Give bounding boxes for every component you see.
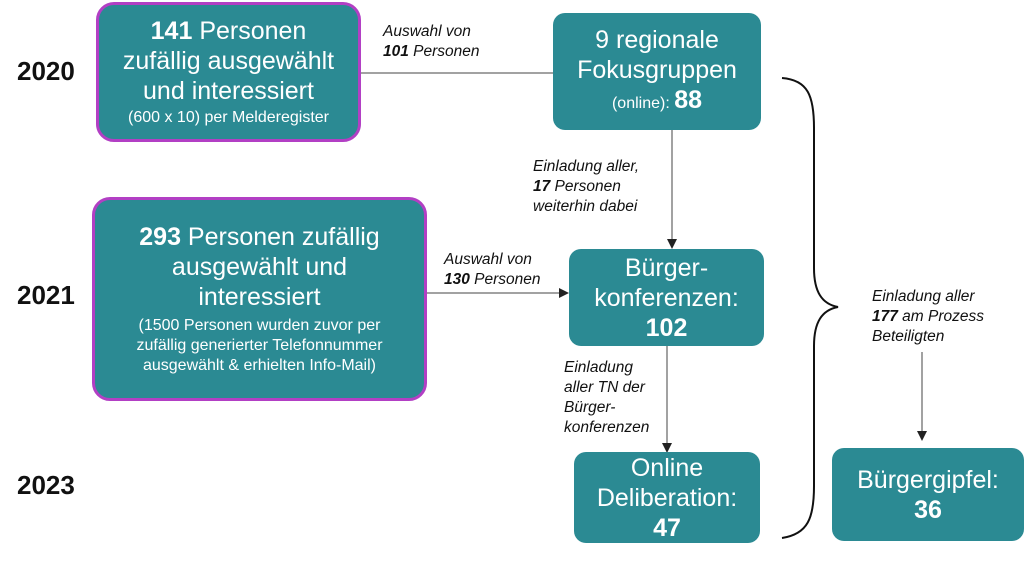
online-line1: Online (630, 453, 704, 482)
box1-count: 141 (150, 17, 193, 45)
konf-count: 102 (645, 313, 688, 342)
box2-line3: interessiert (198, 283, 321, 311)
box1-line3: und interessiert (143, 77, 314, 105)
konf-line3: 102 (646, 313, 688, 343)
box2-subtext-2: zufällig generierter Telefonnummer (136, 337, 383, 354)
box2-subtext-1: (1500 Personen wurden zuvor per (138, 317, 381, 334)
year-2020: 2020 (17, 56, 75, 86)
gipfel-count: 36 (914, 495, 942, 524)
year-2021: 2021 (17, 280, 75, 310)
online-line3: 47 (653, 513, 681, 543)
fokus-count: 88 (674, 85, 703, 114)
box-fokusgruppen: 9 regionale Fokusgruppen (online): 88 (553, 13, 761, 130)
box2-subtext-3: ausgewählt & erhielten Info-Mail) (142, 357, 376, 374)
box1-line1: 141 Personen (150, 17, 307, 45)
box1-line2: zufällig ausgewählt (122, 47, 335, 75)
online-line2: Deliberation: (596, 483, 738, 512)
box-2020-selection: 141 Personen zufällig ausgewählt und int… (96, 2, 361, 142)
box2-line2: ausgewählt und (171, 253, 348, 281)
konf-line1: Bürger- (624, 253, 709, 282)
box1-subtext: (600 x 10) per Melderegister (128, 109, 329, 126)
box-2021-selection: 293 Personen zufällig ausgewählt und int… (92, 197, 427, 401)
fokus-line2: Fokusgruppen (577, 55, 737, 84)
label-auswahl-130: Auswahl von 130 Personen (444, 251, 541, 288)
box-buergergipfel: Bürgergipfel: 36 (832, 448, 1024, 541)
year-2023: 2023 (17, 470, 75, 500)
box2-line1: 293 Personen zufällig (139, 223, 380, 251)
box-online-deliberation: Online Deliberation: 47 (574, 452, 760, 543)
curly-brace (781, 77, 839, 539)
konf-line2: konferenzen: (594, 283, 739, 312)
label-einladung-177: Einladung aller 177 am Prozess Beteiligt… (872, 288, 985, 345)
box-buergerkonferenzen: Bürger- konferenzen: 102 (569, 249, 764, 346)
label-einladung-17: Einladung aller, 17 Personen weiterhin d… (533, 158, 639, 215)
fokus-line1: 9 regionale (595, 25, 719, 54)
online-count: 47 (653, 513, 681, 542)
gipfel-line1: Bürgergipfel: (857, 465, 999, 494)
gipfel-line2: 36 (914, 495, 942, 525)
label-auswahl-101: Auswahl von 101 Personen (383, 23, 480, 60)
label-einladung-tn: Einladung aller TN der Bürger- konferenz… (564, 359, 650, 436)
box2-count: 293 (139, 223, 181, 251)
fokus-line3: (online): 88 (611, 85, 703, 114)
